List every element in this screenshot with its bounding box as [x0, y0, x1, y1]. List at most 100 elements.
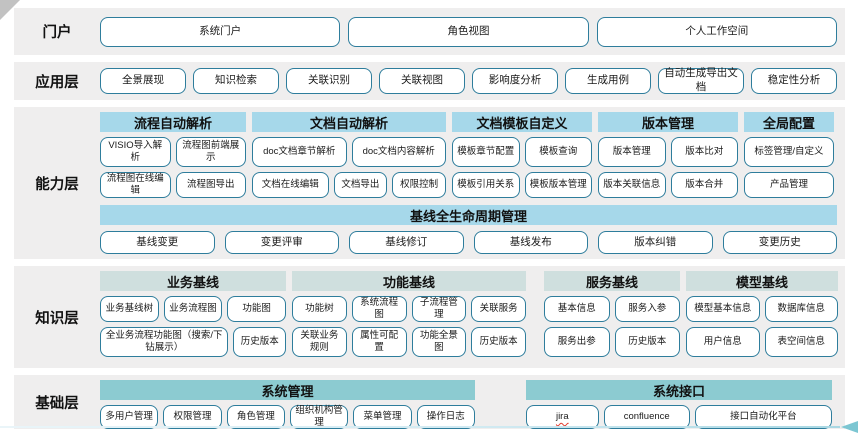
module-button[interactable]: 服务入参 [614, 296, 680, 322]
module-button[interactable]: 模板查询 [524, 137, 592, 167]
module-button[interactable]: 业务基线树 [100, 296, 159, 322]
layer-label-capability: 能力层 [35, 176, 79, 193]
module-button[interactable]: 基本信息 [544, 296, 610, 322]
group-header: 流程自动解析 [100, 112, 246, 132]
module-button[interactable]: 全景展现 [100, 68, 186, 94]
group-header: 服务基线 [544, 271, 680, 291]
button-row: 用户信息表空间信息 [686, 327, 838, 357]
button-row: 文档在线编辑文档导出权限控制 [252, 172, 447, 198]
button-row: 业务基线树业务流程图功能图 [100, 296, 287, 322]
module-button[interactable]: 模型基本信息 [686, 296, 760, 322]
module-button[interactable]: doc文档章节解析 [252, 137, 347, 167]
module-button[interactable]: 基线修订 [349, 231, 464, 254]
module-button[interactable]: 关联识别 [286, 68, 372, 94]
module-button[interactable]: 全业务流程功能图（搜索/下钻展示） [100, 327, 229, 357]
module-button[interactable]: 基线发布 [473, 231, 588, 254]
module-button[interactable]: 生成用例 [565, 68, 651, 94]
module-button[interactable]: 文档导出 [333, 172, 388, 198]
module-button[interactable]: 功能全景图 [411, 327, 467, 357]
module-button[interactable]: VISIO导入解析 [100, 137, 171, 167]
diagram-group: 文档模板自定义模板章节配置模板查询模板引用关系模板版本管理 [452, 112, 592, 198]
arrow-left-icon [841, 421, 858, 433]
module-button[interactable]: 功能图 [227, 296, 287, 322]
module-button[interactable]: 版本管理 [598, 137, 666, 167]
module-button[interactable]: 模板版本管理 [524, 172, 592, 198]
module-button[interactable]: 流程图在线编辑 [100, 172, 171, 198]
group-header: 系统接口 [526, 380, 832, 400]
module-button[interactable]: confluence [603, 405, 690, 429]
module-button[interactable]: 权限管理 [163, 405, 222, 429]
button-row: 全业务流程功能图（搜索/下钻展示）历史版本 [100, 327, 286, 357]
module-button[interactable]: 关联服务 [471, 296, 526, 322]
module-button[interactable]: 属性可配置 [351, 327, 407, 357]
module-button[interactable]: 知识检索 [193, 68, 279, 94]
module-button[interactable]: 服务出参 [544, 327, 610, 357]
module-button[interactable]: 流程图导出 [175, 172, 246, 198]
band-knowledge: 知识层 业务基线业务基线树业务流程图功能图全业务流程功能图（搜索/下钻展示）历史… [14, 266, 845, 368]
module-button[interactable]: 版本比对 [670, 137, 738, 167]
module-button[interactable]: 角色管理 [226, 405, 285, 429]
diagram-group: 模型基线模型基本信息数据库信息用户信息表空间信息 [686, 271, 838, 357]
diagram-group: 全局配置标签管理/自定义产品管理 [744, 112, 834, 198]
module-button[interactable]: 版本合并 [670, 172, 738, 198]
module-button[interactable]: 历史版本 [471, 327, 526, 357]
layer-label-application: 应用层 [35, 74, 79, 91]
module-button[interactable]: 版本关联信息 [598, 172, 666, 198]
module-button[interactable]: 菜单管理 [353, 405, 412, 429]
module-button[interactable]: 功能树 [292, 296, 347, 322]
module-button[interactable]: 数据库信息 [764, 296, 838, 322]
module-button[interactable]: 表空间信息 [764, 327, 838, 357]
module-button[interactable]: 子流程管理 [411, 296, 467, 322]
module-button[interactable]: 系统流程图 [351, 296, 407, 322]
button-row: 模板引用关系模板版本管理 [452, 172, 592, 198]
module-button[interactable]: 系统门户 [100, 16, 341, 47]
module-button[interactable]: 角色视图 [348, 16, 589, 47]
bottom-line-decoration [0, 426, 840, 428]
module-button[interactable]: 接口自动化平台 [694, 405, 832, 429]
module-button[interactable]: doc文档内容解析 [351, 137, 446, 167]
module-button[interactable]: 标签管理/自定义 [744, 137, 834, 167]
module-button[interactable]: 历史版本 [614, 327, 680, 357]
button-row: 模板章节配置模板查询 [452, 137, 592, 167]
module-button[interactable]: 业务流程图 [163, 296, 223, 322]
knowledge-groups-row: 业务基线业务基线树业务流程图功能图全业务流程功能图（搜索/下钻展示）历史版本功能… [100, 271, 838, 357]
module-button[interactable]: 版本纠错 [598, 231, 713, 254]
module-button[interactable]: 变更评审 [224, 231, 339, 254]
module-button[interactable]: 流程图前端展示 [175, 137, 246, 167]
module-button[interactable]: 模板章节配置 [452, 137, 520, 167]
module-button[interactable]: 用户信息 [686, 327, 760, 357]
module-button[interactable]: 自动生成导出文档 [658, 67, 744, 94]
module-button[interactable]: 文档在线编辑 [252, 172, 329, 198]
module-button[interactable]: 权限控制 [392, 172, 447, 198]
button-row: 关联业务规则属性可配置功能全景图历史版本 [292, 327, 526, 357]
diagram-group: 系统管理多用户管理权限管理角色管理组织机构管理菜单管理操作日志 [100, 380, 475, 429]
module-button[interactable]: jira [526, 405, 599, 429]
module-button[interactable]: 关联视图 [379, 68, 465, 94]
module-button[interactable]: 产品管理 [744, 172, 834, 198]
module-button[interactable]: 多用户管理 [100, 405, 159, 429]
portal-button-row: 系统门户角色视图个人工作空间 [100, 16, 837, 47]
button-row: VISIO导入解析流程图前端展示 [100, 137, 246, 167]
baseline-button-row: 基线变更变更评审基线修订基线发布版本纠错变更历史 [100, 231, 837, 254]
button-row: 版本管理版本比对 [598, 137, 738, 167]
module-button[interactable]: 影响度分析 [472, 68, 558, 94]
button-row: 版本关联信息版本合并 [598, 172, 738, 198]
module-button[interactable]: 组织机构管理 [289, 405, 349, 429]
module-button[interactable]: 变更历史 [722, 231, 837, 254]
diagram-group: 服务基线基本信息服务入参服务出参历史版本 [544, 271, 680, 357]
module-button[interactable]: 操作日志 [416, 405, 475, 429]
group-header: 文档自动解析 [252, 112, 446, 132]
module-button[interactable]: 关联业务规则 [292, 327, 347, 357]
group-header: 全局配置 [744, 112, 834, 132]
module-button[interactable]: 模板引用关系 [452, 172, 520, 198]
module-button[interactable]: 基线变更 [100, 231, 215, 254]
module-button[interactable]: 个人工作空间 [596, 16, 837, 47]
module-button[interactable]: 历史版本 [233, 327, 286, 357]
module-button[interactable]: 稳定性分析 [751, 68, 837, 94]
